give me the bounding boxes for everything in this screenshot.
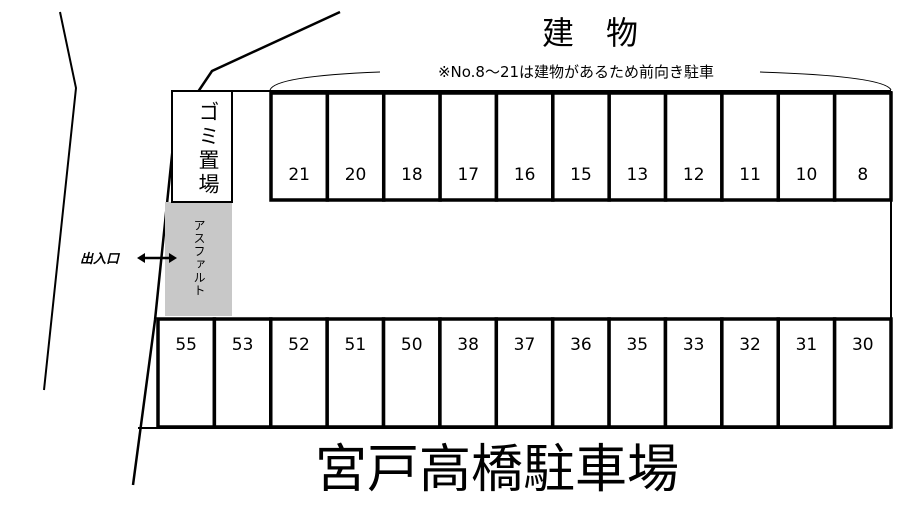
building-label: 建 物 xyxy=(542,14,638,52)
parking-stall xyxy=(776,91,837,202)
stall-number: 20 xyxy=(345,165,367,185)
stall-number: 18 xyxy=(401,165,423,185)
parking-stall xyxy=(607,317,668,429)
parking-stall xyxy=(325,317,386,429)
stall-number: 21 xyxy=(288,165,310,185)
stall-number: 12 xyxy=(683,165,705,185)
stall-number: 51 xyxy=(345,335,367,355)
entrance-arrow-icon xyxy=(137,253,177,263)
parking-stall xyxy=(269,317,329,429)
parking-stall xyxy=(494,91,555,202)
bottom-row-stalls: 55 53 52 51 50 38 37 36 35 33 32 31 30 xyxy=(156,317,893,429)
note-bracket xyxy=(269,71,892,91)
stall-number: 16 xyxy=(514,165,536,185)
stall-number: 55 xyxy=(175,335,197,355)
parking-stall xyxy=(381,317,442,429)
parking-stall xyxy=(494,317,555,429)
stall-number: 13 xyxy=(627,165,649,185)
parking-lot-title: 宮戸高橋駐車場 xyxy=(315,440,679,500)
stall-number: 35 xyxy=(626,335,648,355)
stall-number: 38 xyxy=(457,335,479,355)
parking-stall xyxy=(156,317,217,429)
parking-stall xyxy=(720,317,780,429)
stall-number: 17 xyxy=(457,165,479,185)
stall-number: 37 xyxy=(514,335,536,355)
road-edge-line xyxy=(43,11,78,391)
stall-number: 52 xyxy=(288,335,310,355)
entrance-label: 出入口 xyxy=(80,251,121,267)
parking-stall xyxy=(381,91,442,202)
asphalt-label: アスファルト xyxy=(192,219,206,297)
parking-stall xyxy=(663,317,724,429)
parking-stall xyxy=(269,91,330,202)
parking-stall xyxy=(832,91,893,202)
parking-stall xyxy=(212,317,273,429)
asphalt-area xyxy=(165,202,232,316)
stall-number: 53 xyxy=(232,335,254,355)
garbage-area xyxy=(171,90,233,203)
forward-parking-note: ※No.8～21は建物があるため前向き駐車 xyxy=(438,63,714,81)
parking-stall xyxy=(550,317,611,429)
parking-stall xyxy=(438,91,499,202)
stall-number: 11 xyxy=(739,165,761,185)
parking-stall xyxy=(551,91,611,202)
parking-stall xyxy=(776,317,837,429)
stall-number: 50 xyxy=(401,335,423,355)
garbage-area-label: ゴミ置場 xyxy=(196,101,220,197)
stall-number: 33 xyxy=(683,335,705,355)
stall-number: 30 xyxy=(852,335,874,355)
stall-number: 15 xyxy=(570,165,592,185)
stall-number: 36 xyxy=(570,335,592,355)
top-row-stalls: 21 20 18 17 16 15 13 12 11 10 8 xyxy=(269,91,893,202)
stall-number: 10 xyxy=(796,165,818,185)
parking-stall xyxy=(832,317,893,429)
stall-number: 8 xyxy=(857,165,868,185)
stall-number: 32 xyxy=(739,335,761,355)
stall-number: 31 xyxy=(796,335,818,355)
parking-stall xyxy=(663,91,724,202)
